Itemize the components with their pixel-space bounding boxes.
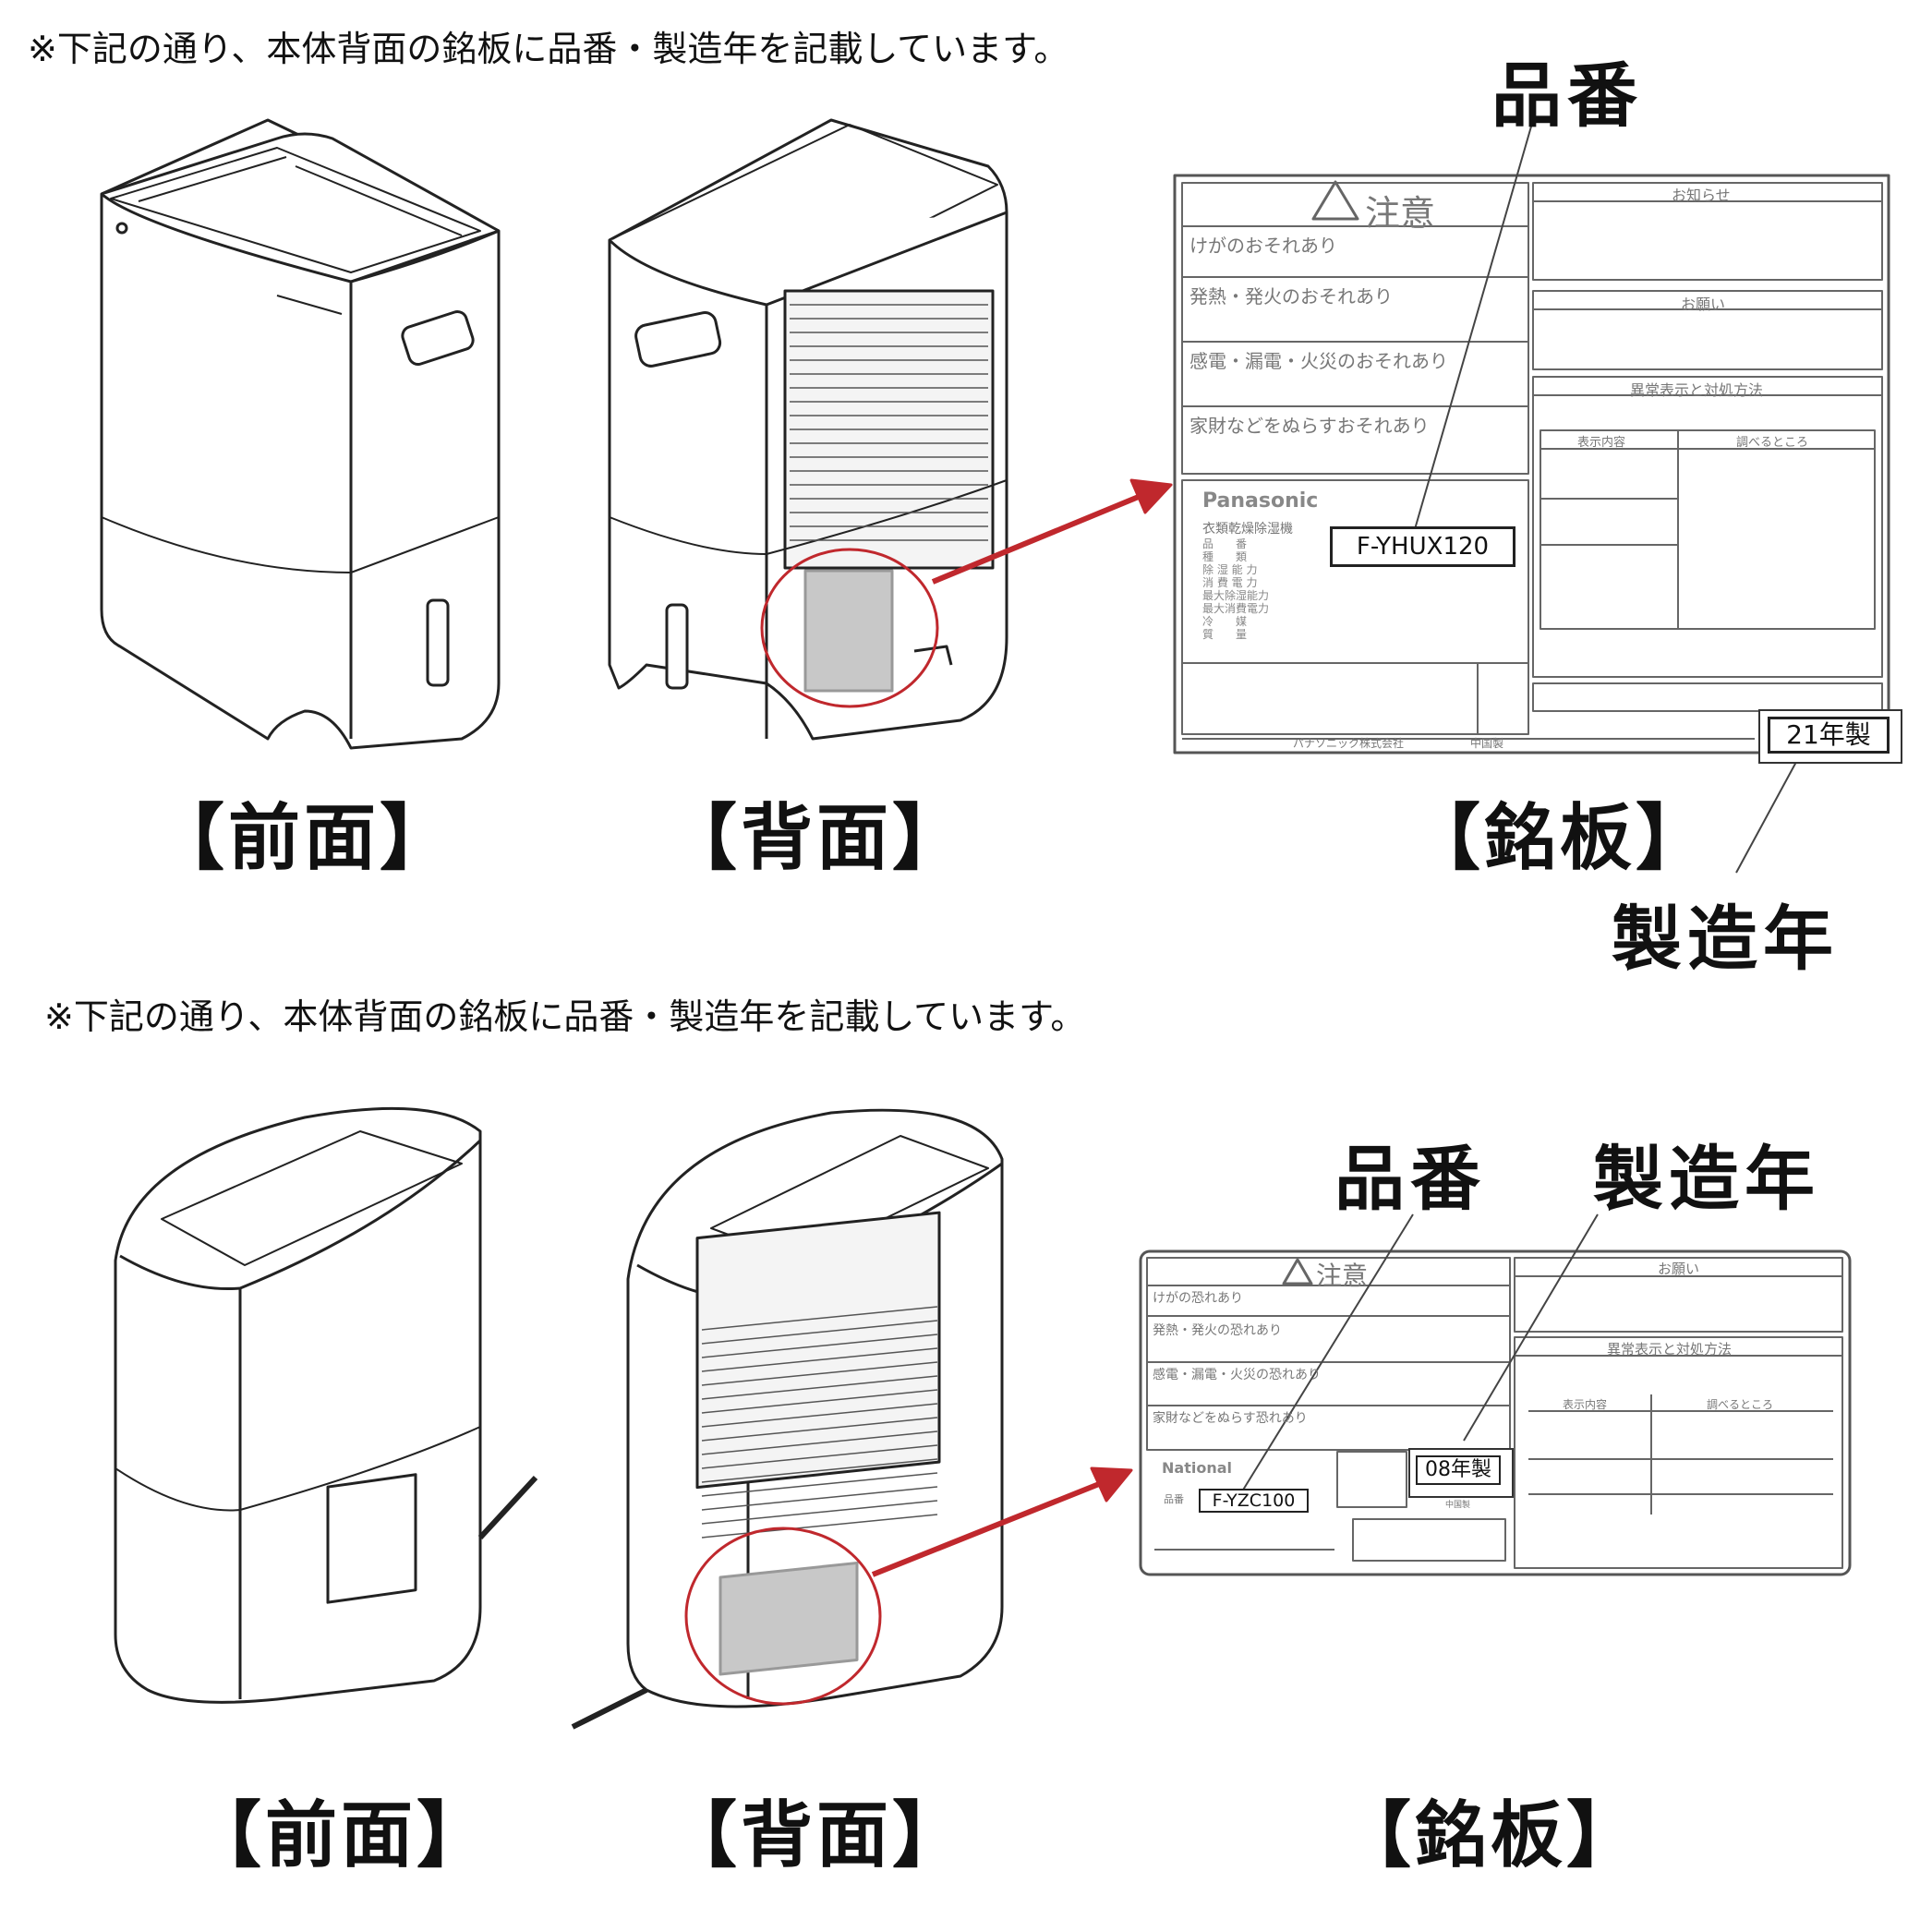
warning-2-3: 感電・漏電・火災の恐れあり (1153, 1368, 1321, 1382)
warning-1-1: けがのおそれあり (1189, 235, 1337, 257)
front-view-unit-1 (100, 118, 501, 750)
warning-1-3: 感電・漏電・火災のおそれあり (1189, 350, 1448, 372)
brand-1: Panasonic (1202, 489, 1319, 513)
caption-plate-2: 【銘板】 (1339, 1794, 1643, 1877)
request-header-2: お願い (1658, 1261, 1700, 1277)
caption-back-1: 【背面】 (665, 797, 969, 880)
year-stamp-2: 08年製 (1416, 1455, 1501, 1485)
product-type-1: 衣類乾燥除湿機 (1202, 522, 1293, 537)
spec-labels-1: 品 番種 類 除 湿 能 力消 費 電 力 最大除湿能力最大消費電力 冷 媒質 … (1202, 537, 1270, 641)
col-display-2: 表示内容 (1563, 1398, 1608, 1411)
model-number-box-2: F-YZC100 (1199, 1489, 1309, 1513)
callout-model-1: 品番 (1491, 54, 1643, 137)
origin-1: 中国製 (1470, 737, 1504, 750)
warning-triangle-icon-1 (1311, 180, 1359, 221)
warning-1-4: 家財などをぬらすおそれあり (1189, 415, 1430, 437)
arrow-2 (871, 1479, 1105, 1577)
leader-model-2 (1241, 1213, 1414, 1492)
model-label-2: 品番 (1164, 1493, 1184, 1505)
col-check-2: 調べるところ (1707, 1398, 1774, 1411)
notice-header-1: お知らせ (1672, 187, 1731, 204)
arrow-1 (931, 491, 1147, 585)
warning-2-1: けがの恐れあり (1153, 1291, 1243, 1306)
instruction-note-1: ※下記の通り、本体背面の銘板に品番・製造年を記載しています。 (28, 29, 1069, 69)
caution-title-2: 注意 (1316, 1261, 1369, 1291)
caption-front-1: 【前面】 (152, 797, 456, 880)
caution-title-1: 注意 (1365, 193, 1436, 234)
year-stamp-1: 21年製 (1768, 717, 1890, 754)
callout-model-2: 品番 (1334, 1138, 1486, 1220)
error-title-1: 異常表示と対処方法 (1630, 381, 1764, 399)
model-number-box-1: F-YHUX120 (1330, 526, 1515, 567)
leader-year-2 (1463, 1213, 1599, 1442)
callout-year-2: 製造年 (1593, 1138, 1820, 1220)
arrow-head-2 (1090, 1466, 1133, 1503)
leader-year-1 (1735, 761, 1797, 874)
nameplate-2 (1139, 1249, 1852, 1576)
request-header-1: お願い (1681, 296, 1726, 313)
warning-1-2: 発熱・発火のおそれあり (1189, 285, 1393, 308)
arrow-head-1 (1129, 478, 1173, 514)
front-view-unit-2 (114, 1106, 538, 1704)
leader-model-1 (1412, 119, 1534, 537)
warning-2-2: 発熱・発火の恐れあり (1153, 1323, 1282, 1338)
error-title-2: 異常表示と対処方法 (1607, 1341, 1733, 1358)
highlight-circle-2 (684, 1527, 882, 1706)
instruction-note-2: ※下記の通り、本体背面の銘板に品番・製造年を記載しています。 (44, 996, 1086, 1037)
caption-plate-1: 【銘板】 (1408, 797, 1712, 880)
highlight-circle-1 (760, 548, 939, 708)
col-display-1: 表示内容 (1577, 436, 1626, 450)
nameplate-1 (1173, 174, 1890, 754)
caption-back-2: 【背面】 (665, 1794, 969, 1877)
caption-front-2: 【前面】 (189, 1794, 493, 1877)
callout-year-1: 製造年 (1612, 898, 1839, 980)
col-check-1: 調べるところ (1736, 436, 1809, 450)
brand-2: National (1162, 1459, 1232, 1477)
warning-triangle-icon-2 (1282, 1258, 1313, 1285)
maker-1: パナソニック株式会社 (1293, 737, 1405, 750)
origin-2: 中国製 (1445, 1501, 1471, 1510)
warning-2-4: 家財などをぬらす恐れあり (1153, 1411, 1308, 1426)
